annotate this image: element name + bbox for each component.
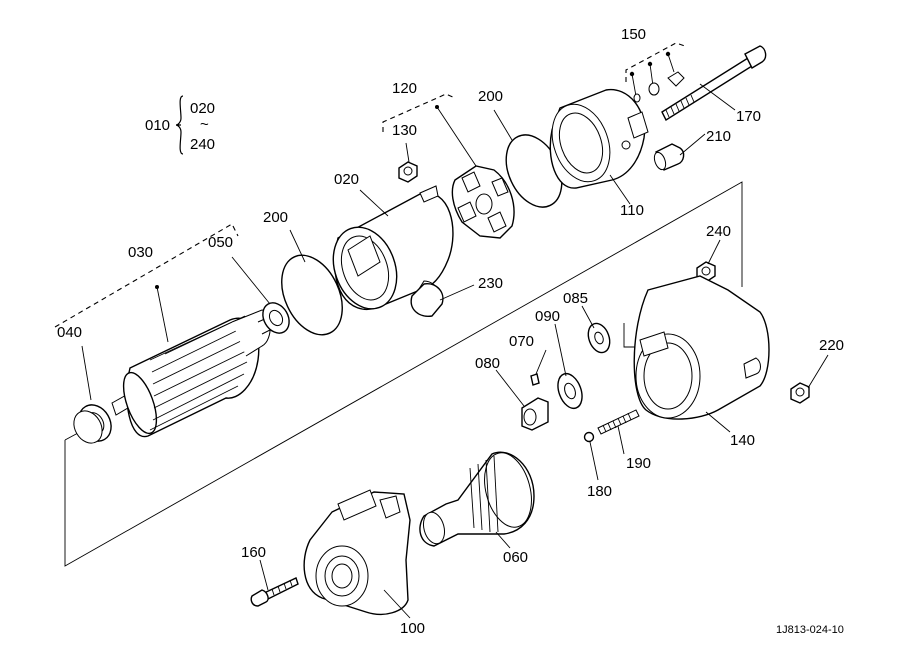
leader-090 (554, 323, 567, 377)
callout-110: 110 (620, 202, 644, 219)
bracket-150 (625, 42, 686, 97)
callout-190: 190 (626, 455, 651, 472)
group-label-number: 010 (145, 117, 170, 134)
leader-200b (493, 109, 513, 141)
callout-030: 030 (128, 244, 153, 261)
callout-240: 240 (706, 223, 731, 240)
leader-120 (436, 106, 477, 167)
part-200-oring-front (281, 254, 343, 336)
part-210-plug (653, 143, 685, 171)
part-180-ball (583, 431, 595, 443)
callout-180: 180 (587, 483, 612, 500)
part-030-armature (111, 309, 279, 438)
part-220-nut (790, 382, 810, 404)
part-020-yoke (332, 185, 454, 314)
part-130-nut (398, 161, 418, 183)
callout-140: 140 (730, 432, 755, 449)
part-085-gear (587, 322, 611, 354)
armature-slots (149, 315, 248, 431)
leader-lines (81, 83, 829, 619)
leader-190 (617, 425, 625, 455)
callout-210: 210 (706, 128, 731, 145)
leader-210 (679, 133, 706, 156)
part-070-pin (530, 373, 540, 386)
leader-220 (807, 354, 829, 389)
figure-id: 1J813-024-10 (776, 624, 844, 636)
callout-130: 130 (392, 122, 417, 139)
callout-080: 080 (475, 355, 500, 372)
callout-200-front: 200 (263, 209, 288, 226)
part-230-boot (410, 283, 444, 317)
leader-085 (581, 305, 595, 329)
leader-140 (705, 411, 731, 433)
part-080-retainer (521, 397, 549, 431)
armature-core-face (122, 371, 158, 435)
leader-020 (359, 189, 389, 217)
leader-070 (535, 349, 547, 375)
bracket-030 (54, 223, 239, 343)
part-050-bearing (262, 302, 290, 334)
bracket-150-dashed (625, 42, 686, 82)
callout-200-rear: 200 (478, 88, 503, 105)
part-090-gear (557, 372, 583, 410)
callout-070: 070 (509, 333, 534, 350)
callout-120: 120 (392, 80, 417, 97)
leader-100 (383, 589, 411, 619)
part-060-clutch (419, 451, 535, 547)
callout-050: 050 (208, 234, 233, 251)
bracket-120-dashed (382, 93, 456, 132)
callout-labels: 020 030 040 050 060 070 080 085 090 100 … (57, 26, 844, 637)
callout-060: 060 (503, 549, 528, 566)
callout-150: 150 (621, 26, 646, 43)
callout-085: 085 (563, 290, 588, 307)
leader-180 (589, 441, 599, 481)
group-brace (175, 95, 184, 155)
leader-170 (699, 83, 736, 111)
leaders-150 (631, 53, 675, 97)
part-160-bolt (250, 577, 299, 607)
assembly-frame-line (64, 181, 743, 567)
leader-060 (495, 531, 511, 549)
part-110-rear-cover (549, 88, 649, 189)
leader-050 (231, 256, 271, 305)
callout-100: 100 (400, 620, 425, 637)
bracket-120 (382, 93, 477, 167)
leader-130 (405, 142, 410, 163)
callout-040: 040 (57, 324, 82, 341)
part-150-screws (633, 71, 685, 103)
leader-110 (609, 174, 631, 205)
bearing-guide-line (64, 432, 79, 441)
callout-090: 090 (535, 308, 560, 325)
group-label-range-end: 240 (190, 136, 215, 153)
group-label: 010 020 ~ 240 (145, 95, 215, 155)
callout-170: 170 (736, 108, 761, 125)
part-040-bearing (73, 404, 112, 444)
leader-160 (259, 559, 269, 591)
part-120-brush-holder (451, 165, 515, 239)
part-190-spring (597, 409, 640, 435)
callout-160: 160 (241, 544, 266, 561)
leader-030 (156, 286, 169, 343)
part-100-front-housing (303, 489, 411, 616)
callout-020: 020 (334, 171, 359, 188)
callout-230: 230 (478, 275, 503, 292)
leader-040 (81, 345, 92, 401)
group-label-tilde: ~ (200, 116, 209, 133)
leader-200a (289, 229, 306, 263)
callout-220: 220 (819, 337, 844, 354)
group-label-range-start: 020 (190, 100, 215, 117)
leader-080 (495, 369, 525, 407)
leader-230 (439, 284, 475, 301)
leader-240 (707, 239, 721, 265)
part-140-solenoid (633, 275, 770, 420)
